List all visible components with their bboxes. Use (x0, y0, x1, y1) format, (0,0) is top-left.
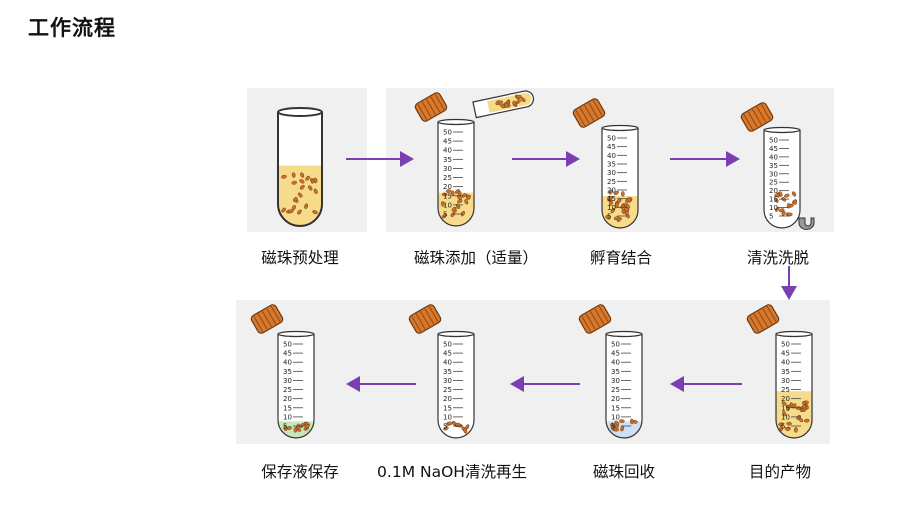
tube-pretreatment (277, 107, 323, 227)
graduation-label: 40 (611, 359, 620, 367)
graduation-label: 5 (781, 423, 785, 431)
graduation-label: 20 (443, 395, 452, 403)
graduation-label: 45 (283, 350, 292, 358)
graduation-label: 50 (443, 341, 452, 349)
graduation-label: 20 (781, 395, 790, 403)
graduation-label: 20 (611, 395, 620, 403)
graduation-label: 25 (611, 386, 620, 394)
graduation-label: 35 (443, 156, 452, 164)
cap-icon (578, 304, 612, 334)
graduation-label: 5 (283, 423, 287, 431)
graduation-label: 20 (443, 183, 452, 191)
graduation-label: 50 (283, 341, 292, 349)
cap-icon (414, 92, 448, 122)
graduation-label: 20 (769, 187, 778, 195)
graduation-label: 50 (769, 137, 778, 145)
graduation-label: 50 (443, 129, 452, 137)
step-label-bead-addition: 磁珠添加（适量） (413, 249, 539, 267)
graduation-label: 30 (283, 377, 292, 385)
step-label-naoh-regeneration: 0.1M NaOH清洗再生 (377, 463, 527, 481)
panel-bottom-row (236, 300, 830, 444)
graduation-label: 35 (607, 161, 616, 169)
graduation-label: 30 (769, 170, 778, 178)
cap-icon (250, 304, 284, 334)
graduation-label: 25 (443, 386, 452, 394)
graduation-label: 40 (781, 359, 790, 367)
step-label-bead-recovery: 磁珠回收 (592, 463, 656, 481)
graduation-label: 45 (443, 350, 452, 358)
graduation-label: 45 (769, 145, 778, 153)
graduation-label: 35 (283, 368, 292, 376)
cap-icon (746, 304, 780, 334)
graduation-label: 10 (443, 413, 452, 421)
graduation-label: 5 (607, 213, 611, 221)
graduation-label: 15 (607, 195, 616, 203)
graduation-label: 15 (769, 196, 778, 204)
graduation-label: 30 (443, 165, 452, 173)
step-label-storage: 保存液保存 (261, 463, 339, 481)
graduation-label: 35 (769, 162, 778, 170)
graduation-label: 15 (283, 404, 292, 412)
graduation-label: 40 (443, 359, 452, 367)
graduation-label: 20 (283, 395, 292, 403)
graduation-label: 40 (769, 153, 778, 161)
graduation-label: 35 (443, 368, 452, 376)
graduation-label: 45 (611, 350, 620, 358)
graduation-label: 10 (781, 413, 790, 421)
magnet-icon (798, 217, 815, 230)
step-label-pretreatment: 磁珠预处理 (261, 249, 339, 267)
graduation-label: 15 (781, 404, 790, 412)
graduation-label: 30 (607, 169, 616, 177)
graduation-label: 15 (443, 404, 452, 412)
graduation-label: 45 (443, 138, 452, 146)
graduation-label: 5 (769, 213, 773, 221)
graduation-label: 25 (443, 174, 452, 182)
graduation-label: 45 (781, 350, 790, 358)
graduation-label: 35 (781, 368, 790, 376)
graduation-label: 10 (611, 413, 620, 421)
graduation-label: 40 (443, 147, 452, 155)
cap-icon (408, 304, 442, 334)
graduation-label: 30 (443, 377, 452, 385)
graduation-label: 15 (443, 192, 452, 200)
graduation-label: 25 (607, 178, 616, 186)
graduation-label: 15 (611, 404, 620, 412)
tube-pouring-beads (472, 90, 535, 119)
graduation-label: 30 (611, 377, 620, 385)
graduation-label: 10 (607, 204, 616, 212)
graduation-label: 40 (607, 152, 616, 160)
graduation-label: 45 (607, 143, 616, 151)
graduation-label: 5 (443, 423, 447, 431)
graduation-label: 25 (781, 386, 790, 394)
graduation-label: 10 (283, 413, 292, 421)
graduation-label: 10 (769, 204, 778, 212)
cap-icon (572, 98, 606, 128)
graduation-label: 50 (607, 135, 616, 143)
graduation-label: 25 (769, 179, 778, 187)
graduation-label: 10 (443, 201, 452, 209)
graduation-label: 35 (611, 368, 620, 376)
graduation-label: 20 (607, 187, 616, 195)
graduation-label: 5 (443, 211, 447, 219)
graduation-label: 40 (283, 359, 292, 367)
page-title: 工作流程 (28, 16, 116, 40)
graduation-label: 50 (781, 341, 790, 349)
step-label-target-product: 目的产物 (748, 463, 812, 481)
step-label-incubation: 孵育结合 (589, 249, 653, 267)
graduation-label: 25 (283, 386, 292, 394)
cap-icon (740, 102, 774, 132)
graduation-label: 5 (611, 423, 615, 431)
step-label-wash-elute: 清洗洗脱 (746, 249, 810, 267)
graduation-label: 50 (611, 341, 620, 349)
graduation-label: 30 (781, 377, 790, 385)
